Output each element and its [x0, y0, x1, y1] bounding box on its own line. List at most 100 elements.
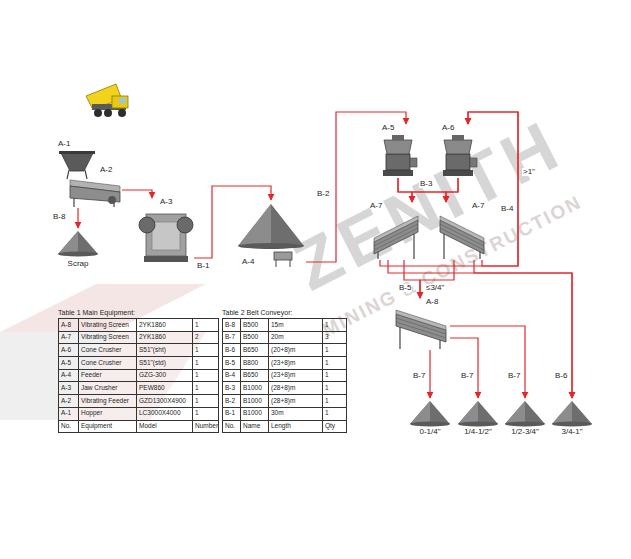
- equipment-label: 0-1/4": [408, 428, 452, 436]
- crusher-feed: [392, 135, 404, 140]
- table-cell: S51"(std): [137, 357, 193, 370]
- table-cell: 1: [323, 395, 347, 408]
- conveyor-label: B-7: [412, 372, 426, 380]
- screen-deck: [440, 216, 484, 242]
- equipment-label: 1/2-3/4": [503, 428, 547, 436]
- equipment-drawing: [456, 398, 500, 444]
- table-cell: 2YK1860: [137, 319, 193, 332]
- equipment-label: A-3: [160, 198, 172, 206]
- equipment-label: 3/4-1": [550, 428, 594, 436]
- equipment-drawing: [66, 166, 122, 208]
- equipment-label: A-1: [58, 140, 70, 148]
- equipment-label: A-8: [426, 298, 438, 306]
- data-table: B-8B50015m1B-7B50020m3B-6B650(20+8)m1B-5…: [222, 318, 347, 433]
- table-cell: A-1: [59, 407, 79, 420]
- table-cell: Number: [193, 420, 219, 433]
- hopper-node: A-1: [56, 140, 96, 180]
- conveyor-label: B-2: [316, 190, 330, 198]
- equipment-label: A-2: [100, 166, 112, 174]
- feeder-node: A-2: [66, 166, 122, 208]
- table-cell: B-1: [223, 407, 241, 420]
- equipment-drawing: [392, 298, 450, 350]
- conveyor-line: [412, 178, 458, 202]
- table-row: A-1HopperLC3000X40001: [59, 407, 219, 420]
- table-cell: A-2: [59, 395, 79, 408]
- conveyor-line: [446, 178, 458, 202]
- table-cell: B1000: [241, 382, 269, 395]
- equipment-label: A-4: [242, 258, 254, 266]
- stockpile-base: [552, 422, 592, 427]
- table-cell: A-6: [59, 344, 79, 357]
- table-cell: Cone Crusher: [79, 344, 137, 357]
- conveyor-line: [420, 260, 454, 298]
- stockpile-node: 1/4-1/2": [456, 398, 500, 444]
- vibrating-screen-node: A-7: [370, 202, 422, 260]
- table-cell: 2: [193, 331, 219, 344]
- screen-deck-line: [440, 224, 484, 246]
- table-cell: Qty: [323, 420, 347, 433]
- crusher-drive: [470, 158, 477, 167]
- table-cell: GZD1300X4900: [137, 395, 193, 408]
- table-title: Table 1 Main Equipment:: [58, 309, 219, 316]
- crusher-jaw: [152, 222, 180, 250]
- stockpile-base: [458, 422, 498, 427]
- hopper-leg: [67, 170, 69, 179]
- table-cell: 1: [323, 344, 347, 357]
- table-cell: No.: [59, 420, 79, 433]
- stockpile-node: 0-1/4": [408, 398, 452, 444]
- stockpile: [552, 401, 592, 424]
- table-cell: 1: [323, 369, 347, 382]
- cone-crusher-node: A-6: [438, 124, 478, 178]
- logo-shape: [62, 332, 206, 420]
- conveyor-line: [380, 112, 518, 266]
- table-cell: 3: [323, 331, 347, 344]
- table-row: B-3B1000(28+8)m1: [223, 382, 347, 395]
- stockpile: [505, 401, 545, 424]
- equipment-label: A-6: [442, 124, 454, 132]
- truck-wheel: [118, 109, 126, 117]
- conveyor-line: [474, 260, 572, 398]
- table-row: B-5B800(23+8)m1: [223, 357, 347, 370]
- table-row: B-1B100030m1: [223, 407, 347, 420]
- stockpile-base: [238, 243, 304, 249]
- conveyor-line: [404, 260, 420, 298]
- stockpile-shade: [505, 401, 525, 424]
- hopper-leg: [85, 170, 87, 179]
- hopper-body: [61, 153, 93, 171]
- stockpile-shade: [58, 231, 78, 254]
- conveyor-label: B-5: [398, 284, 412, 292]
- table-cell: Vibrating Screen: [79, 319, 137, 332]
- conveyor-line: [398, 178, 446, 202]
- equipment-drawing: [138, 198, 194, 266]
- table-cell: Equipment: [79, 420, 137, 433]
- stockpile-base: [58, 252, 98, 257]
- conveyor-line: [398, 178, 412, 202]
- conveyor-group: [78, 112, 572, 398]
- stockpile-node: 1/2-3/4": [503, 398, 547, 444]
- crusher-base: [383, 170, 413, 176]
- table-cell: GZG-300: [137, 369, 193, 382]
- crusher-bowl: [444, 140, 472, 154]
- table-cell: B650: [241, 369, 269, 382]
- feeder-leg: [276, 260, 277, 267]
- conveyor-label: B-3: [419, 180, 433, 188]
- stockpile: [58, 231, 98, 254]
- table-cell: 2YK1860: [137, 331, 193, 344]
- table-cell: 1: [193, 407, 219, 420]
- table-row: A-2Vibrating FeederGZD1300X49001: [59, 395, 219, 408]
- conveyor-line: [77, 208, 78, 228]
- table-row: B-2B1000(28+8)m1: [223, 395, 347, 408]
- table-cell: (28+8)m: [269, 382, 323, 395]
- crusher-drive: [410, 158, 417, 167]
- table-cell: B-3: [223, 382, 241, 395]
- equipment-drawing: [503, 398, 547, 444]
- table-cell: Feeder: [79, 369, 137, 382]
- table-row: B-7B50020m3: [223, 331, 347, 344]
- table-cell: No.: [223, 420, 241, 433]
- table-cell: (23+8)m: [269, 357, 323, 370]
- conveyor-line: [429, 350, 430, 398]
- table-cell: Hopper: [79, 407, 137, 420]
- table-cell: B-2: [223, 395, 241, 408]
